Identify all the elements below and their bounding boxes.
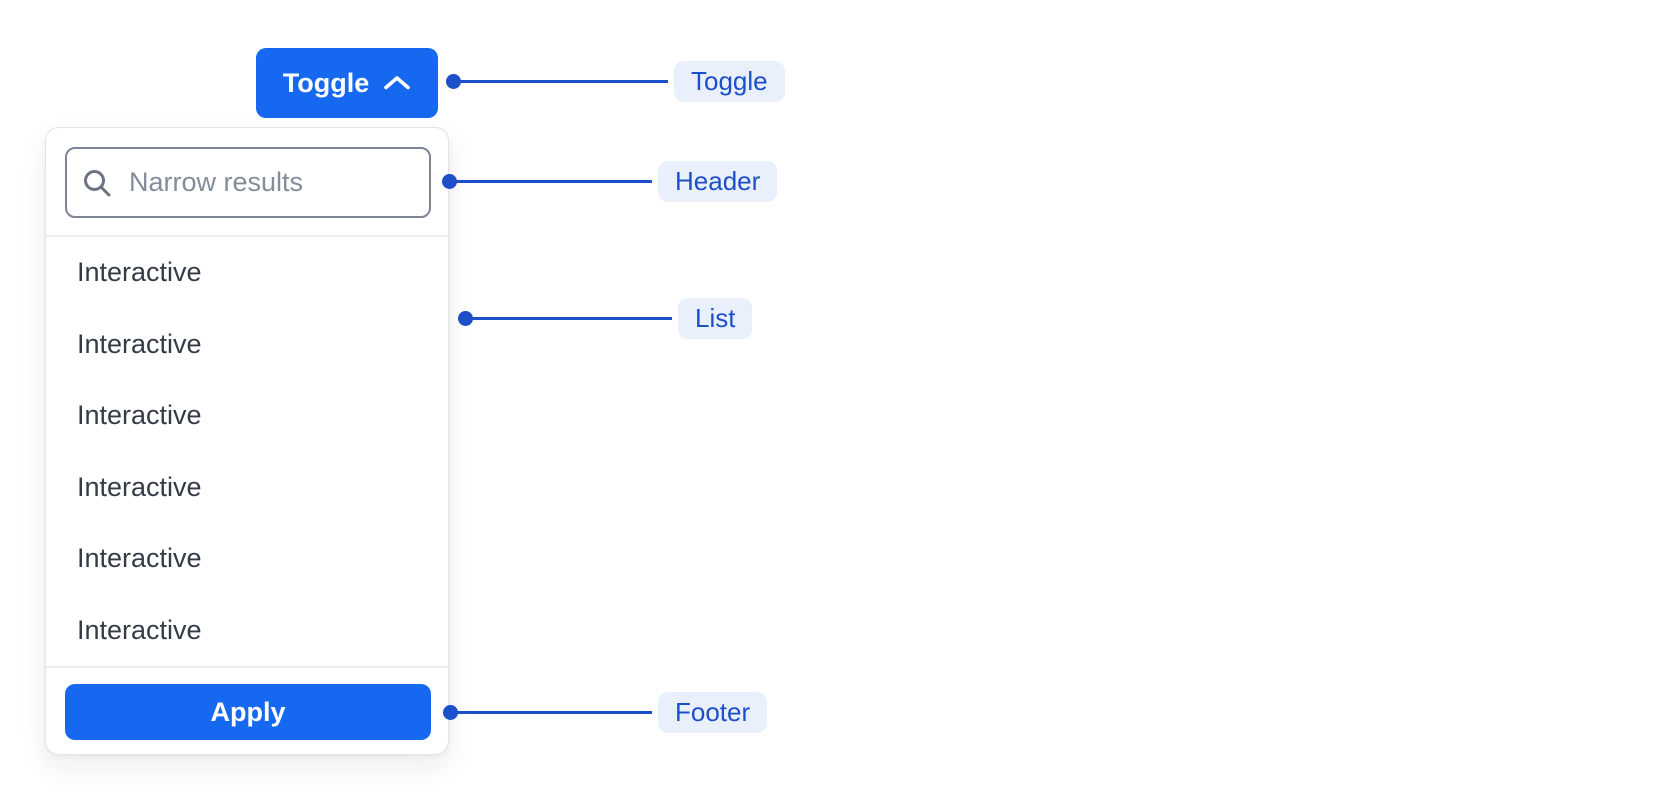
annotation-label-toggle: Toggle [674, 60, 785, 102]
annotation-line-header [449, 179, 652, 183]
annotation-line-list [465, 316, 672, 320]
toggle-button-label: Toggle [282, 67, 370, 98]
list-item[interactable]: Interactive [77, 400, 202, 431]
dropdown-header [46, 128, 448, 237]
annotation-label-header: Header [658, 160, 778, 202]
apply-button[interactable]: Apply [65, 684, 431, 740]
annotation-line-toggle [453, 79, 668, 83]
list-item[interactable]: Interactive [77, 328, 202, 359]
search-field [65, 147, 431, 218]
list-item[interactable]: Interactive [77, 471, 202, 502]
search-input[interactable] [65, 147, 431, 218]
toggle-button[interactable]: Toggle [256, 48, 438, 118]
annotation-line-footer [450, 710, 652, 714]
chevron-up-icon [383, 74, 411, 92]
annotation-label-list: List [678, 297, 753, 339]
dropdown-list: Interactive Interactive Interactive Inte… [46, 237, 448, 666]
list-item[interactable]: Interactive [77, 257, 202, 288]
list-item[interactable]: Interactive [77, 614, 202, 645]
dropdown-panel: Interactive Interactive Interactive Inte… [45, 127, 449, 755]
annotation-label-footer: Footer [658, 691, 768, 733]
dropdown-footer: Apply [46, 666, 448, 754]
list-item[interactable]: Interactive [77, 543, 202, 574]
